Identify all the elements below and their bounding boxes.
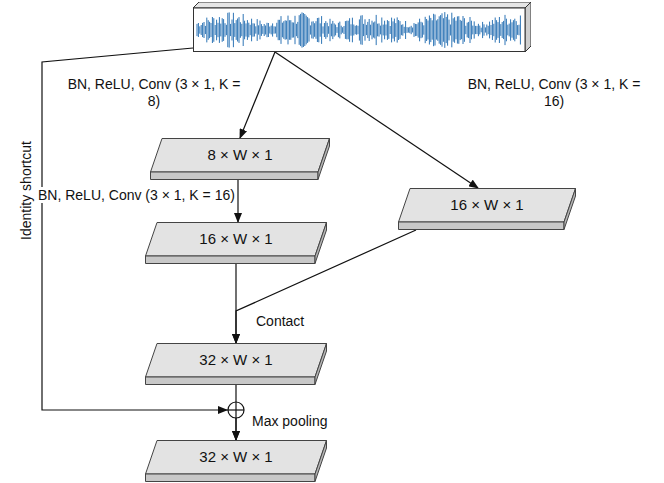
edge-label-box: Contact <box>256 313 304 330</box>
edge-label-box: Max pooling <box>252 413 328 430</box>
edge-label-box: BN, ReLU, Conv (3 × 1, K = 8) <box>66 76 242 110</box>
connector-arrow <box>235 385 236 440</box>
arrowhead <box>218 406 228 414</box>
feature-map-slab: 8 × W × 1 <box>150 138 330 180</box>
edge-label: BN, ReLU, Conv (3 × 1, K = 16) <box>468 76 641 109</box>
connector-arrow <box>240 52 275 138</box>
feature-map-slab: 16 × W × 1 <box>145 222 327 264</box>
shape-label: 32 × W × 1 <box>145 343 327 369</box>
shape-label: 8 × W × 1 <box>150 138 330 164</box>
feature-map-slab: 32 × W × 1 <box>145 343 327 385</box>
edge-label-box: BN, ReLU, Conv (3 × 1, K = 16) <box>38 187 235 204</box>
signal-slab <box>193 2 531 52</box>
edge-label: Identity shortcut <box>18 141 34 240</box>
feature-map-slab: 16 × W × 1 <box>398 188 576 230</box>
sum-symbol <box>228 402 244 418</box>
shape-label: 16 × W × 1 <box>398 188 576 214</box>
shape-label: 16 × W × 1 <box>145 222 327 248</box>
feature-map-slab: 32 × W × 1 <box>145 440 327 482</box>
edge-label: Contact <box>256 313 304 329</box>
waveform-slab <box>193 2 531 52</box>
connector-arrow <box>237 180 238 222</box>
edge-label: BN, ReLU, Conv (3 × 1, K = 8) <box>68 76 241 109</box>
edge-label-box: Identity shortcut <box>18 141 35 240</box>
shape-label: 32 × W × 1 <box>145 440 327 466</box>
edge-label-box: BN, ReLU, Conv (3 × 1, K = 16) <box>462 76 646 110</box>
edge-label: BN, ReLU, Conv (3 × 1, K = 16) <box>38 187 235 203</box>
edge-label: Max pooling <box>252 413 328 429</box>
sum-symbol <box>235 402 236 418</box>
